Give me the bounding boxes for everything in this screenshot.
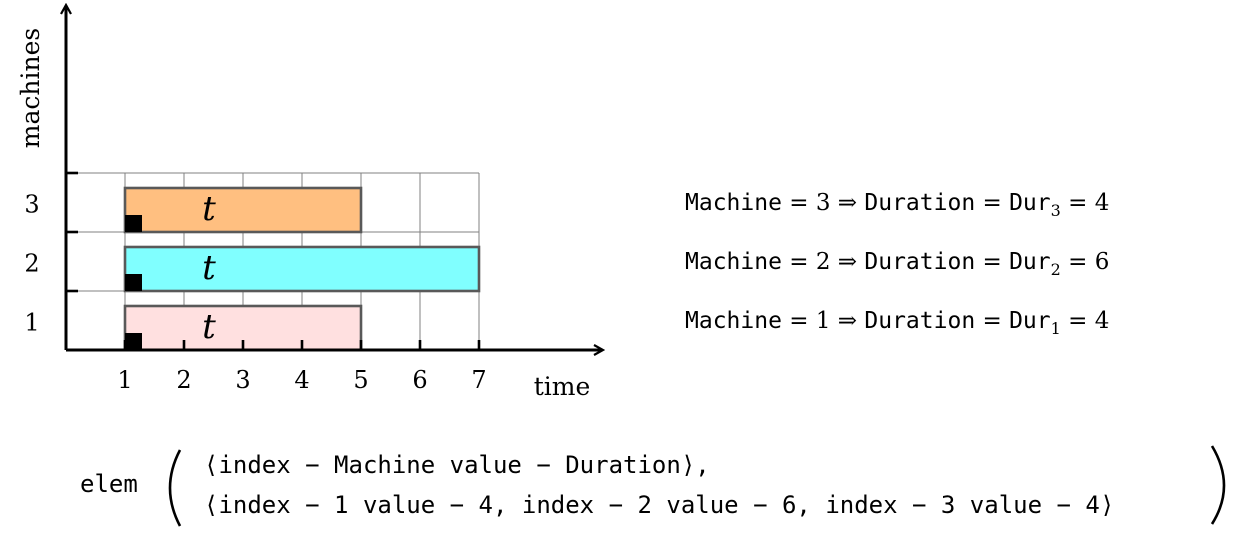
rule-dur-value: 6 bbox=[1095, 249, 1110, 275]
task-start-marker bbox=[125, 215, 142, 232]
x-axis-label: time bbox=[534, 372, 591, 401]
task-label: t bbox=[202, 307, 216, 347]
task-label: t bbox=[202, 248, 216, 288]
task-start-marker bbox=[125, 333, 142, 350]
duration-rules: Machine = 3 ⇒ Duration = Dur3 = 4Machine… bbox=[685, 190, 1109, 338]
rule-line: Machine = 2 ⇒ Duration = Dur2 = 6 bbox=[685, 249, 1109, 279]
task-label: t bbox=[202, 189, 216, 229]
rule-implies: ⇒ bbox=[830, 249, 864, 275]
rule-equals: = bbox=[975, 190, 1009, 216]
x-tick-label: 7 bbox=[471, 366, 486, 394]
rule-implies: ⇒ bbox=[830, 190, 864, 216]
rule-equals: = bbox=[1061, 308, 1095, 334]
rule-equals: = bbox=[975, 308, 1009, 334]
rule-dur-subscript: 3 bbox=[1051, 201, 1061, 220]
y-tick-label: 1 bbox=[24, 309, 39, 337]
rule-equals: = bbox=[782, 249, 816, 275]
y-tick-label: 2 bbox=[24, 250, 39, 278]
rule-equals: = bbox=[1061, 249, 1095, 275]
elem-constraint: elem ⟨index − Machine value − Duration⟩,… bbox=[80, 445, 1226, 527]
elem-line-1: ⟨index − Machine value − Duration⟩, bbox=[204, 451, 710, 479]
x-tick-label: 5 bbox=[353, 366, 368, 394]
task-bar-machine-3 bbox=[123, 186, 363, 234]
elem-right-paren bbox=[1210, 445, 1226, 525]
rule-dur-value: 4 bbox=[1095, 190, 1110, 216]
rule-duration-keyword: Duration bbox=[864, 308, 975, 334]
rule-implies: ⇒ bbox=[830, 308, 864, 334]
rule-machine-value: 3 bbox=[816, 190, 831, 216]
x-tick-label: 6 bbox=[412, 366, 427, 394]
task-bar-machine-2 bbox=[123, 245, 481, 293]
task-start-marker bbox=[125, 274, 142, 291]
elem-keyword: elem bbox=[80, 470, 138, 498]
x-tick-label: 1 bbox=[117, 366, 132, 394]
rule-duration-keyword: Duration bbox=[864, 190, 975, 216]
rule-equals: = bbox=[782, 308, 816, 334]
y-axis-label: machines bbox=[16, 28, 45, 148]
rule-duration-keyword: Duration bbox=[864, 249, 975, 275]
rule-dur-keyword: Dur bbox=[1009, 308, 1051, 334]
rule-dur-keyword: Dur bbox=[1009, 190, 1051, 216]
rule-machine-keyword: Machine bbox=[685, 308, 782, 334]
rule-dur-keyword: Dur bbox=[1009, 249, 1051, 275]
rule-machine-value: 1 bbox=[816, 308, 831, 334]
x-tick-label: 4 bbox=[294, 366, 309, 394]
rule-line: Machine = 1 ⇒ Duration = Dur1 = 4 bbox=[685, 308, 1109, 338]
y-tick-label: 3 bbox=[24, 191, 39, 219]
rule-equals: = bbox=[782, 190, 816, 216]
task-bars: ttt bbox=[123, 186, 481, 352]
rule-machine-keyword: Machine bbox=[685, 190, 782, 216]
rule-dur-subscript: 2 bbox=[1051, 260, 1061, 279]
rule-machine-value: 2 bbox=[816, 249, 831, 275]
rule-equals: = bbox=[975, 249, 1009, 275]
rule-equals: = bbox=[1061, 190, 1095, 216]
x-tick-label: 3 bbox=[235, 366, 250, 394]
rule-machine-keyword: Machine bbox=[685, 249, 782, 275]
y-axis-ticks: 1 2 3 bbox=[24, 171, 78, 337]
elem-left-paren bbox=[168, 449, 182, 527]
x-tick-label: 2 bbox=[176, 366, 191, 394]
rule-line: Machine = 3 ⇒ Duration = Dur3 = 4 bbox=[685, 190, 1109, 220]
elem-line-2: ⟨index − 1 value − 4, index − 2 value − … bbox=[204, 491, 1114, 519]
rule-dur-value: 4 bbox=[1095, 308, 1110, 334]
rule-dur-subscript: 1 bbox=[1051, 319, 1061, 338]
x-axis-ticks: 1 2 3 4 5 6 7 bbox=[117, 340, 487, 394]
